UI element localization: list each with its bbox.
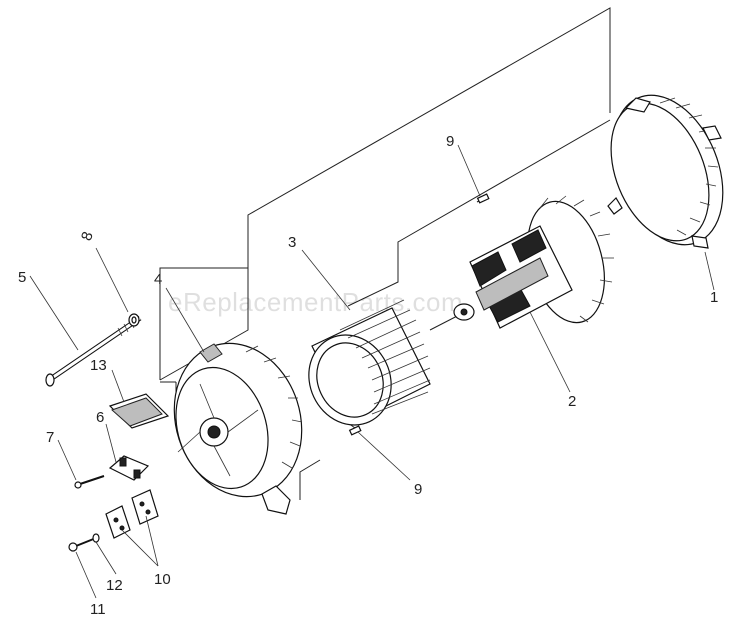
callout-1: 1 bbox=[710, 289, 718, 306]
callout-2: 2 bbox=[568, 393, 576, 410]
callout-5: 5 bbox=[18, 269, 26, 286]
callout-10: 10 bbox=[154, 571, 171, 588]
through-bolt-part-5 bbox=[45, 315, 142, 387]
rear-housing-part-1 bbox=[607, 94, 724, 249]
callout-12: 12 bbox=[106, 577, 123, 594]
diode-plates-part-10 bbox=[105, 489, 159, 539]
callout-7: 7 bbox=[46, 429, 54, 446]
washer-part-8 bbox=[128, 313, 140, 327]
capacitor-part-13 bbox=[108, 393, 170, 429]
leader-lines bbox=[29, 144, 715, 599]
callout-13: 13 bbox=[90, 357, 107, 374]
callout-9-top: 9 bbox=[446, 133, 454, 150]
callout-6: 6 bbox=[96, 409, 104, 426]
callout-4: 4 bbox=[154, 271, 162, 288]
callout-11: 11 bbox=[90, 601, 106, 618]
front-housing-part-4 bbox=[173, 342, 303, 515]
pin-part-9-bottom bbox=[348, 425, 362, 436]
rotor-part-2 bbox=[453, 195, 614, 329]
pin-part-9-top bbox=[476, 193, 490, 204]
callout-labels: 1 2 3 4 5 6 7 8 9 9 10 11 12 13 bbox=[18, 133, 718, 618]
callout-8: 8 bbox=[78, 230, 97, 244]
callout-3: 3 bbox=[288, 234, 296, 251]
callout-9-bottom: 9 bbox=[414, 481, 422, 498]
screw-part-11 bbox=[68, 537, 97, 552]
stator-part-3 bbox=[308, 299, 431, 426]
watermark-text: eReplacementParts.com bbox=[168, 287, 463, 317]
washer-part-12 bbox=[92, 533, 100, 543]
screw-part-7 bbox=[74, 475, 105, 489]
brush-holder-part-6 bbox=[108, 455, 150, 481]
